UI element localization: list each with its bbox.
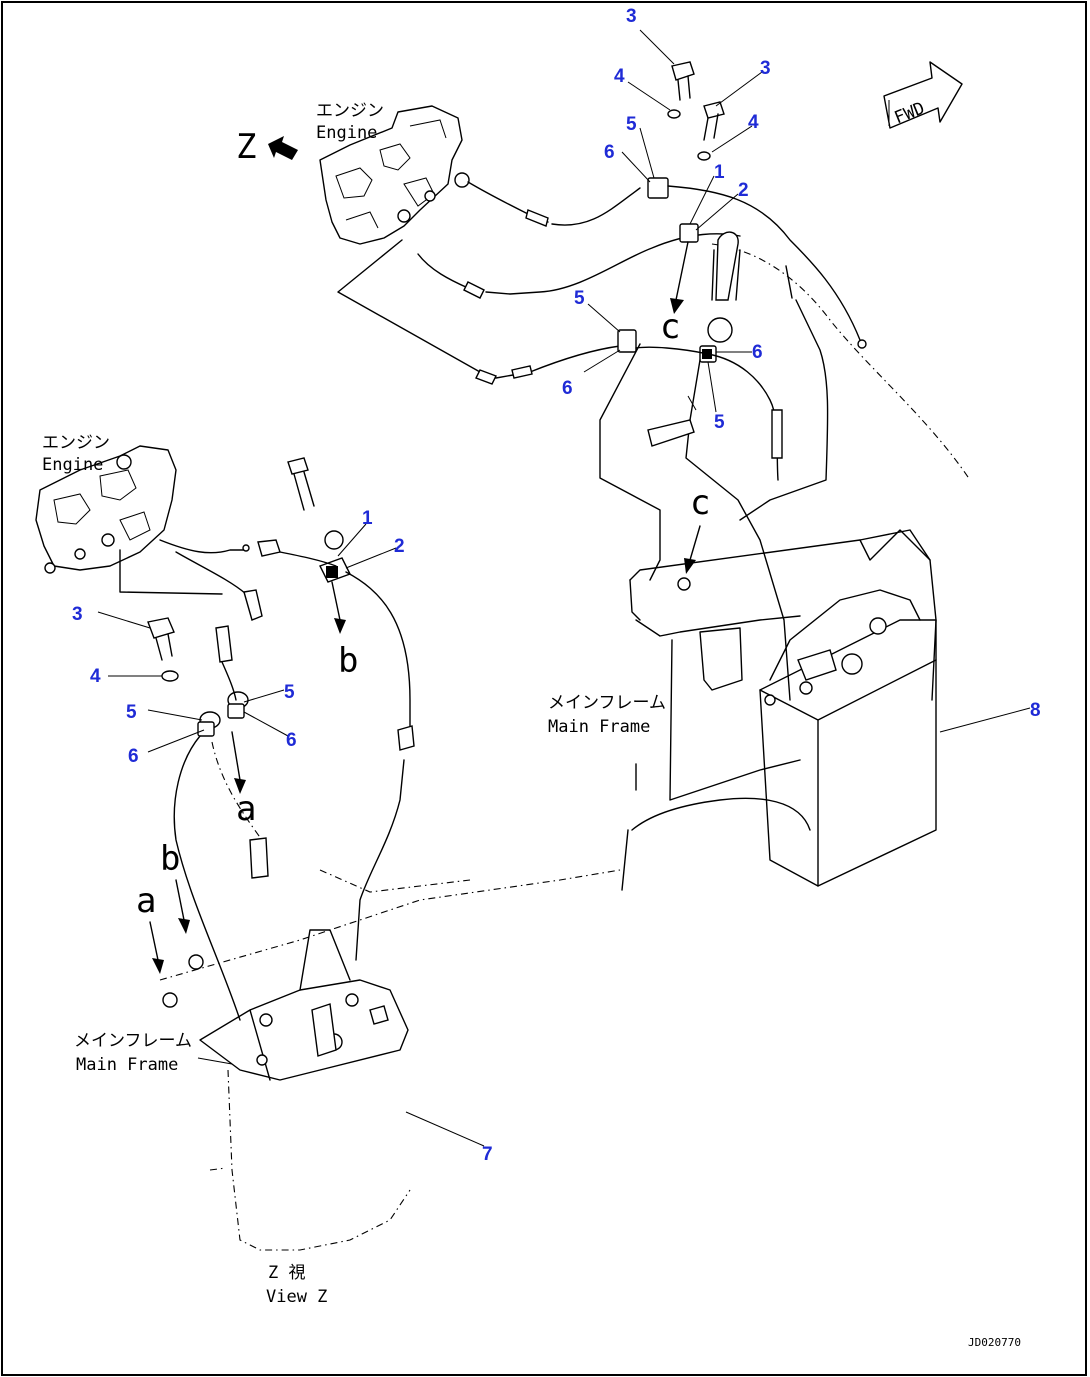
- arrow-a-lower-icon: [152, 958, 164, 974]
- main-frame-label-jp-upper: メインフレーム: [548, 693, 666, 713]
- arrow-a-upper-icon: [234, 778, 246, 794]
- arrow-c-lower-icon: [684, 558, 696, 574]
- arrow-b-upper-icon: [334, 618, 346, 634]
- callout-4-right: 4: [748, 112, 759, 133]
- callout-2-upper: 2: [738, 180, 749, 201]
- main-frame-label-en-upper: Main Frame: [548, 717, 650, 737]
- view-label-en: View Z: [266, 1287, 327, 1307]
- callout-4-top: 4: [614, 66, 625, 87]
- callout-8: 8: [1030, 700, 1041, 721]
- callout-5-top: 5: [626, 114, 637, 135]
- fwd-label: FWD: [892, 98, 928, 128]
- callout-5-lower-right: 5: [284, 682, 295, 703]
- ref-b-lower: b: [160, 839, 180, 879]
- arrow-b-lower-icon: [178, 918, 190, 934]
- engine-upper: エンジン Engine: [316, 101, 470, 245]
- hose-upper-2: [417, 253, 469, 289]
- drawing-id: JD020770: [968, 1336, 1021, 1349]
- z-mark: Z: [236, 127, 256, 167]
- callout-3-right: 3: [760, 58, 771, 79]
- main-frame-lower: メインフレーム Main Frame: [74, 929, 409, 1081]
- callout-6-mid: 6: [562, 378, 573, 399]
- callout-5-lower-left: 5: [126, 702, 137, 723]
- ref-a-lower: a: [136, 881, 156, 921]
- hose-upper-1: [467, 181, 529, 215]
- ref-c-lower: c: [690, 483, 710, 523]
- callout-2-lower: 2: [394, 536, 405, 557]
- lower-clamp-1-2: [287, 457, 351, 583]
- engine-label-jp: エンジン: [316, 101, 384, 121]
- engine-label-en-lower: Engine: [42, 455, 103, 475]
- ref-a-upper: a: [236, 789, 256, 829]
- callout-4-lower: 4: [90, 666, 101, 687]
- main-frame-upper: メインフレーム Main Frame: [548, 529, 937, 891]
- main-frame-label-en-lower: Main Frame: [76, 1055, 178, 1075]
- callout-6-top: 6: [604, 142, 615, 163]
- callout-3-lower: 3: [72, 604, 83, 625]
- engine-label-jp-lower: エンジン: [42, 433, 110, 453]
- ref-c-upper: c: [660, 307, 680, 347]
- part-7-cover: [209, 1069, 411, 1251]
- callout-6-lower-right: 6: [286, 730, 297, 751]
- view-arrow-icon: [268, 136, 298, 160]
- callout-5-mid: 5: [574, 288, 585, 309]
- part-8-tank: [759, 529, 937, 887]
- callout-6-lower-left: 6: [128, 746, 139, 767]
- main-frame-label-jp-lower: メインフレーム: [74, 1031, 192, 1051]
- callout-7: 7: [482, 1144, 493, 1165]
- fwd-arrow-icon: FWD: [883, 61, 963, 129]
- callout-1-lower: 1: [362, 508, 373, 529]
- callout-6-mid-right: 6: [752, 342, 763, 363]
- engine-lower: エンジン Engine: [35, 433, 177, 574]
- callout-1-upper: 1: [714, 162, 725, 183]
- engine-label-en: Engine: [316, 123, 377, 143]
- callout-5-mid-right: 5: [714, 412, 725, 433]
- arrow-c-upper-icon: [670, 298, 684, 314]
- view-z-marker: Z: [236, 127, 298, 167]
- view-label-jp: Z 視: [268, 1263, 305, 1283]
- lower-clamp-3-4-5-6: [147, 617, 249, 737]
- callout-3-top: 3: [626, 6, 637, 27]
- ref-b-upper: b: [338, 641, 358, 681]
